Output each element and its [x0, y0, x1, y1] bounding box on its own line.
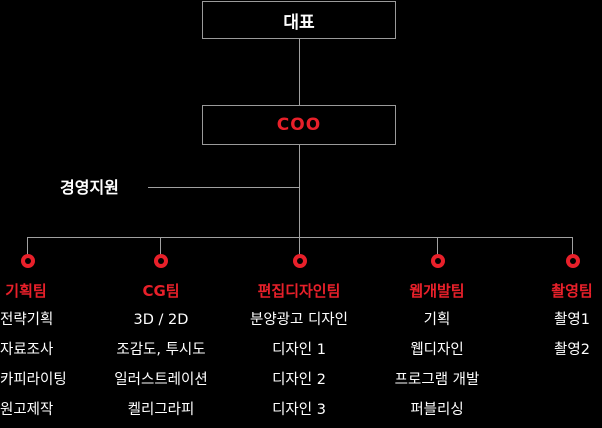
team-node-1 — [21, 254, 35, 268]
list-item: 분양광고 디자인 — [250, 312, 348, 328]
list-item: 카피라이팅 — [0, 372, 67, 388]
list-item: 전략기획 — [0, 312, 54, 328]
team-node-3 — [293, 254, 307, 268]
list-item: 자료조사 — [0, 342, 54, 358]
connector-team-4 — [437, 237, 438, 255]
team-name-planning: 기획팀 — [5, 282, 47, 300]
team-name-editorial: 편집디자인팀 — [257, 282, 341, 300]
connector-ceo-coo — [299, 39, 300, 105]
team-name-cg: CG팀 — [142, 282, 180, 300]
connector-team-3 — [299, 237, 300, 255]
list-item: 일러스트레이션 — [114, 372, 208, 388]
connector-support — [148, 187, 299, 188]
connector-team-2 — [160, 237, 161, 255]
list-item: 디자인 1 — [272, 342, 326, 358]
ceo-label: 대표 — [283, 12, 315, 33]
connector-team-5 — [572, 237, 573, 255]
connector-coo-branch — [299, 145, 300, 237]
list-item: 촬영1 — [554, 312, 590, 328]
team-items-editorial: 분양광고 디자인 디자인 1 디자인 2 디자인 3 — [224, 308, 374, 428]
list-item: 기획 — [423, 312, 451, 328]
team-node-2 — [154, 254, 168, 268]
list-item: 켈리그라피 — [127, 402, 195, 418]
team-items-web: 기획 웹디자인 프로그램 개발 퍼블리싱 — [362, 308, 512, 428]
coo-label: COO — [276, 115, 322, 135]
list-item: 디자인 2 — [272, 372, 326, 388]
list-item: 웹디자인 — [410, 342, 464, 358]
team-items-planning: 전략기획 자료조사 카피라이팅 원고제작 — [0, 308, 80, 428]
coo-box: COO — [202, 105, 396, 145]
team-node-4 — [431, 254, 445, 268]
team-node-5 — [566, 254, 580, 268]
list-item: 원고제작 — [0, 402, 54, 418]
team-items-cg: 3D / 2D 조감도, 투시도 일러스트레이션 켈리그라피 — [86, 308, 236, 428]
connector-team-1 — [27, 237, 28, 255]
team-name-web: 웹개발팀 — [409, 282, 465, 300]
list-item: 3D / 2D — [133, 312, 189, 328]
list-item: 촬영2 — [554, 342, 590, 358]
connector-team-bar — [27, 237, 573, 238]
list-item: 조감도, 투시도 — [116, 342, 206, 358]
ceo-box: 대표 — [202, 1, 396, 39]
list-item: 디자인 3 — [272, 402, 326, 418]
team-items-photo: 촬영1 촬영2 — [532, 308, 602, 368]
list-item: 프로그램 개발 — [394, 372, 480, 388]
list-item: 퍼블리싱 — [410, 402, 464, 418]
team-name-photo: 촬영팀 — [551, 282, 593, 300]
support-label: 경영지원 — [60, 178, 119, 197]
